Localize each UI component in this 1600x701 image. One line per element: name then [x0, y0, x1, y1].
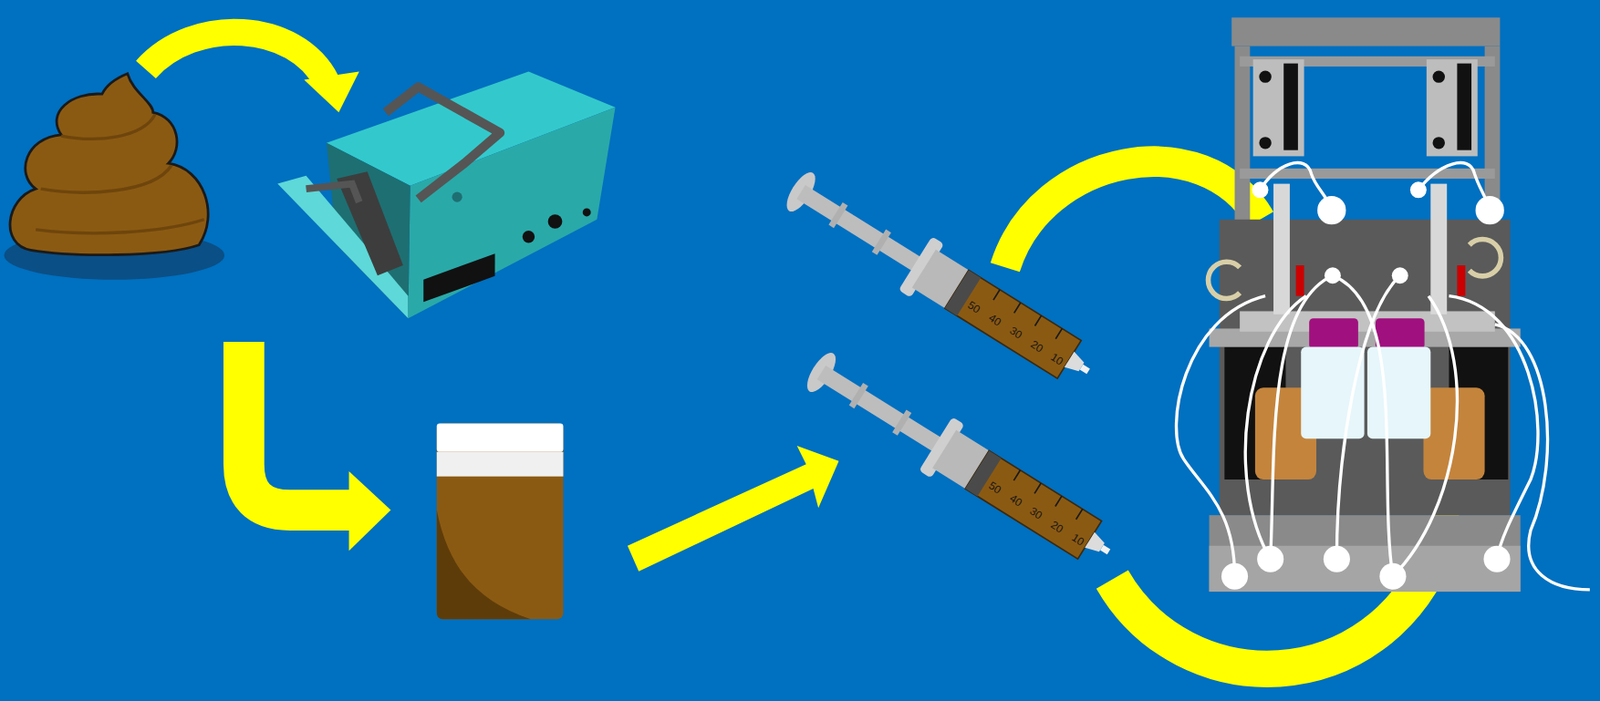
illustration-part	[243, 342, 353, 511]
illustration-part	[1392, 296, 1458, 578]
illustration-part	[1270, 275, 1333, 560]
illustration-part	[452, 192, 463, 203]
illustration-part	[1245, 296, 1307, 561]
illustration-part	[1258, 136, 1271, 149]
illustration-part	[423, 253, 495, 302]
illustration-part	[35, 114, 205, 234]
illustration-part	[1469, 239, 1502, 277]
illustration-part	[548, 214, 563, 229]
bioreactor-apparatus	[1176, 17, 1590, 593]
illustration-part	[1209, 546, 1521, 593]
illustration-part	[1300, 347, 1364, 440]
beaker	[436, 423, 564, 620]
illustration-part	[1283, 63, 1299, 151]
illustration-part	[1258, 70, 1271, 83]
illustration-part	[627, 446, 840, 572]
illustration-part	[1430, 184, 1447, 315]
illustration-part	[436, 510, 531, 621]
illustration-part	[1448, 296, 1538, 561]
illustration-part	[145, 31, 327, 82]
illustration-part	[1495, 324, 1590, 591]
illustration-part	[10, 73, 208, 256]
illustration-part	[349, 471, 392, 551]
illustration-part	[1433, 70, 1445, 83]
illustration-part	[1296, 265, 1305, 297]
illustration-part	[582, 207, 592, 217]
illustration-part	[1332, 275, 1393, 577]
illustration-part	[1235, 46, 1251, 226]
illustration-part	[436, 423, 564, 452]
illustration-part	[436, 423, 564, 620]
illustration-part	[1456, 63, 1472, 151]
illustration-part	[436, 452, 564, 478]
illustration-part	[1253, 59, 1305, 156]
illustration-part	[1176, 163, 1590, 591]
illustration-part	[385, 86, 500, 199]
illustration-part	[407, 107, 615, 320]
illustration-part	[1336, 275, 1400, 560]
illustration-part	[1259, 163, 1331, 211]
illustration-part	[306, 184, 360, 203]
illustration-part	[1208, 261, 1241, 299]
illustration-part	[1456, 265, 1465, 297]
illustration-part	[1231, 17, 1500, 46]
illustration-part	[1375, 318, 1425, 350]
illustration-part	[1367, 347, 1431, 440]
illustration-part	[1309, 318, 1359, 350]
stool-icon	[3, 73, 225, 281]
illustration-part	[1221, 181, 1511, 590]
illustration-part	[1475, 196, 1505, 225]
illustration-part	[1433, 136, 1445, 149]
illustration-part	[1426, 59, 1478, 156]
illustration-part	[522, 230, 535, 243]
illustration-part	[1418, 163, 1490, 211]
illustration-part	[1273, 184, 1290, 315]
illustration-part	[1176, 296, 1267, 578]
illustration-part	[303, 72, 359, 114]
illustration-part	[1317, 196, 1346, 225]
blender	[277, 72, 615, 320]
illustration-part	[1219, 219, 1511, 516]
illustration-part	[797, 341, 1126, 580]
